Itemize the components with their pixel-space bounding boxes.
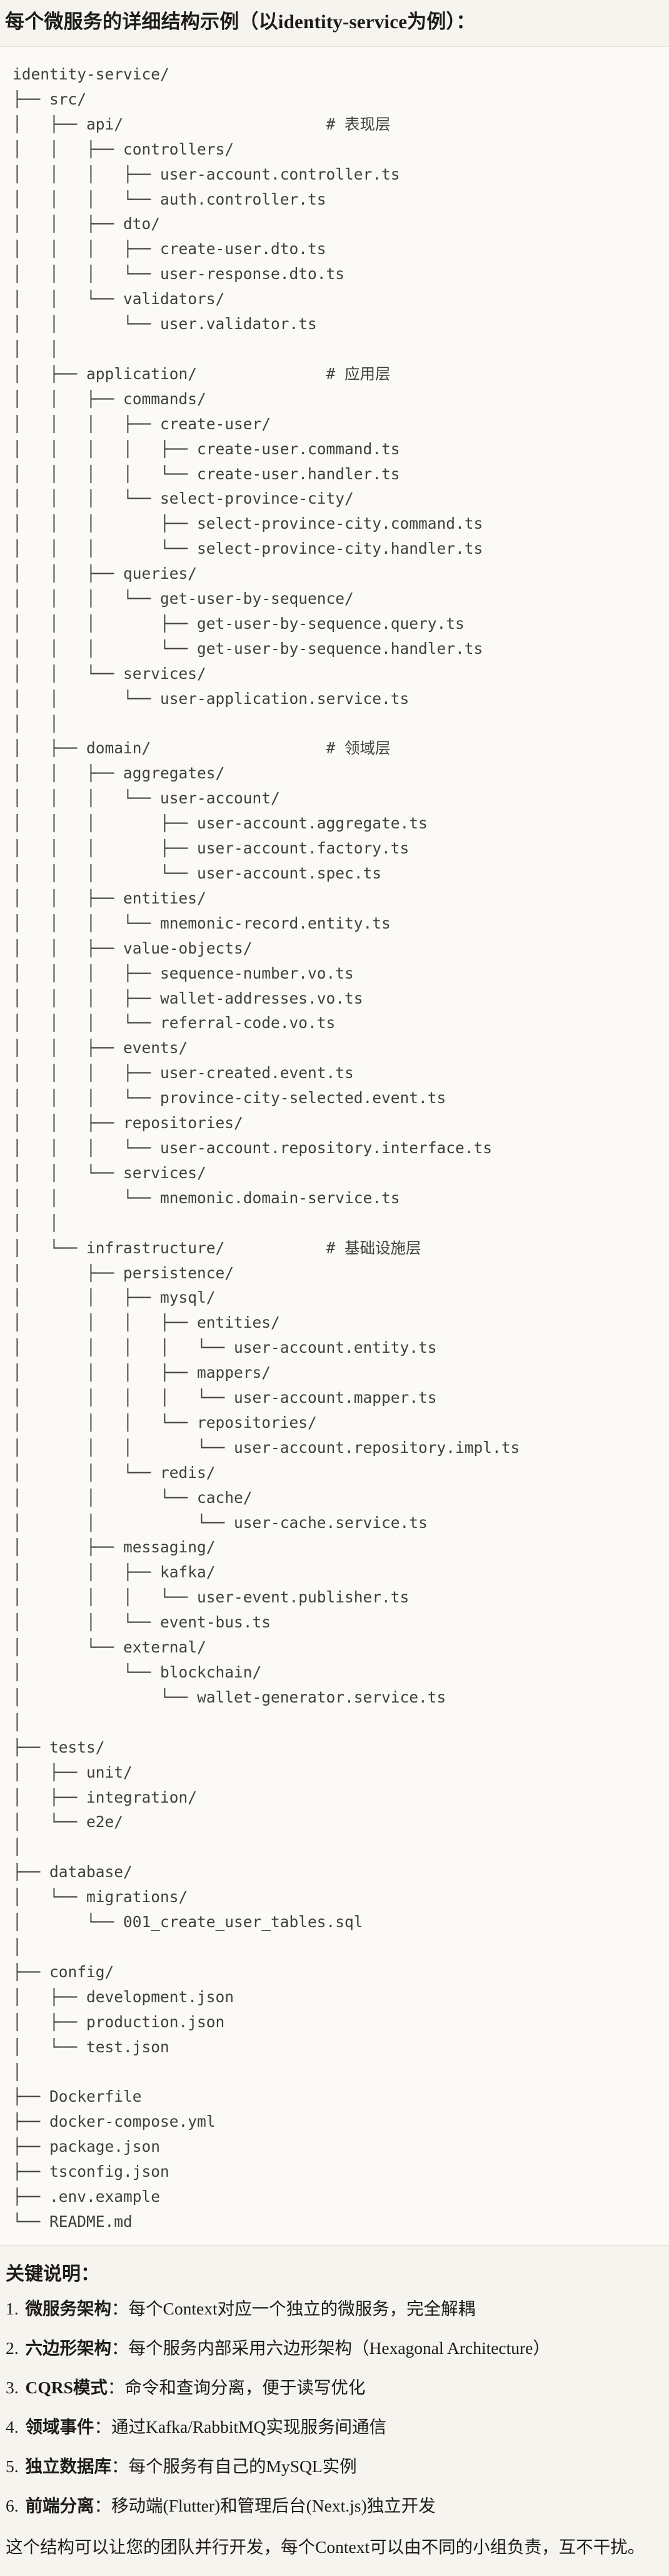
note-number: 5. — [6, 2456, 23, 2476]
note-item: 1. 微服务架构：每个Context对应一个独立的微服务，完全解耦 — [6, 2297, 663, 2321]
directory-tree: identity-service/ ├── src/ │ ├── api/ # … — [13, 65, 520, 2231]
notes-heading: 关键说明： — [6, 2263, 99, 2284]
note-number: 6. — [6, 2495, 23, 2515]
note-desc: ：移动端(Flutter)和管理后台(Next.js)独立开发 — [94, 2495, 436, 2515]
note-number: 1. — [6, 2298, 23, 2318]
note-number: 4. — [6, 2416, 23, 2436]
note-term: 前端分离 — [25, 2495, 94, 2515]
note-number: 3. — [6, 2377, 23, 2397]
note-term: 六边形架构 — [25, 2338, 112, 2358]
notes-section: 关键说明： 1. 微服务架构：每个Context对应一个独立的微服务，完全解耦 2… — [0, 2262, 669, 2559]
note-item: 3. CQRS模式：命令和查询分离，便于读写优化 — [6, 2376, 663, 2400]
note-term: 领域事件 — [25, 2416, 94, 2436]
note-desc: ：每个服务有自己的MySQL实例 — [111, 2456, 357, 2476]
notes-footer: 这个结构可以让您的团队并行开发，每个Context可以由不同的小组负责，互不干扰… — [6, 2537, 645, 2557]
note-desc: ：通过Kafka/RabbitMQ实现服务间通信 — [94, 2416, 386, 2436]
note-desc: ：每个Context对应一个独立的微服务，完全解耦 — [111, 2298, 476, 2318]
note-desc: ：命令和查询分离，便于读写优化 — [107, 2377, 366, 2397]
note-desc: ：每个服务内部采用六边形架构（Hexagonal Architecture） — [111, 2338, 550, 2358]
note-term: CQRS模式 — [25, 2377, 108, 2397]
note-term: 独立数据库 — [25, 2456, 112, 2476]
note-item: 4. 领域事件：通过Kafka/RabbitMQ实现服务间通信 — [6, 2415, 663, 2439]
code-block: identity-service/ ├── src/ │ ├── api/ # … — [0, 46, 669, 2246]
note-item: 5. 独立数据库：每个服务有自己的MySQL实例 — [6, 2455, 663, 2478]
note-item: 2. 六边形架构：每个服务内部采用六边形架构（Hexagonal Archite… — [6, 2336, 663, 2360]
notes-list: 1. 微服务架构：每个Context对应一个独立的微服务，完全解耦 2. 六边形架… — [6, 2297, 663, 2518]
page-title: 每个微服务的详细结构示例（以identity-service为例）： — [5, 11, 476, 33]
note-item: 6. 前端分离：移动端(Flutter)和管理后台(Next.js)独立开发 — [6, 2494, 663, 2518]
note-term: 微服务架构 — [25, 2298, 112, 2318]
note-number: 2. — [6, 2338, 23, 2358]
